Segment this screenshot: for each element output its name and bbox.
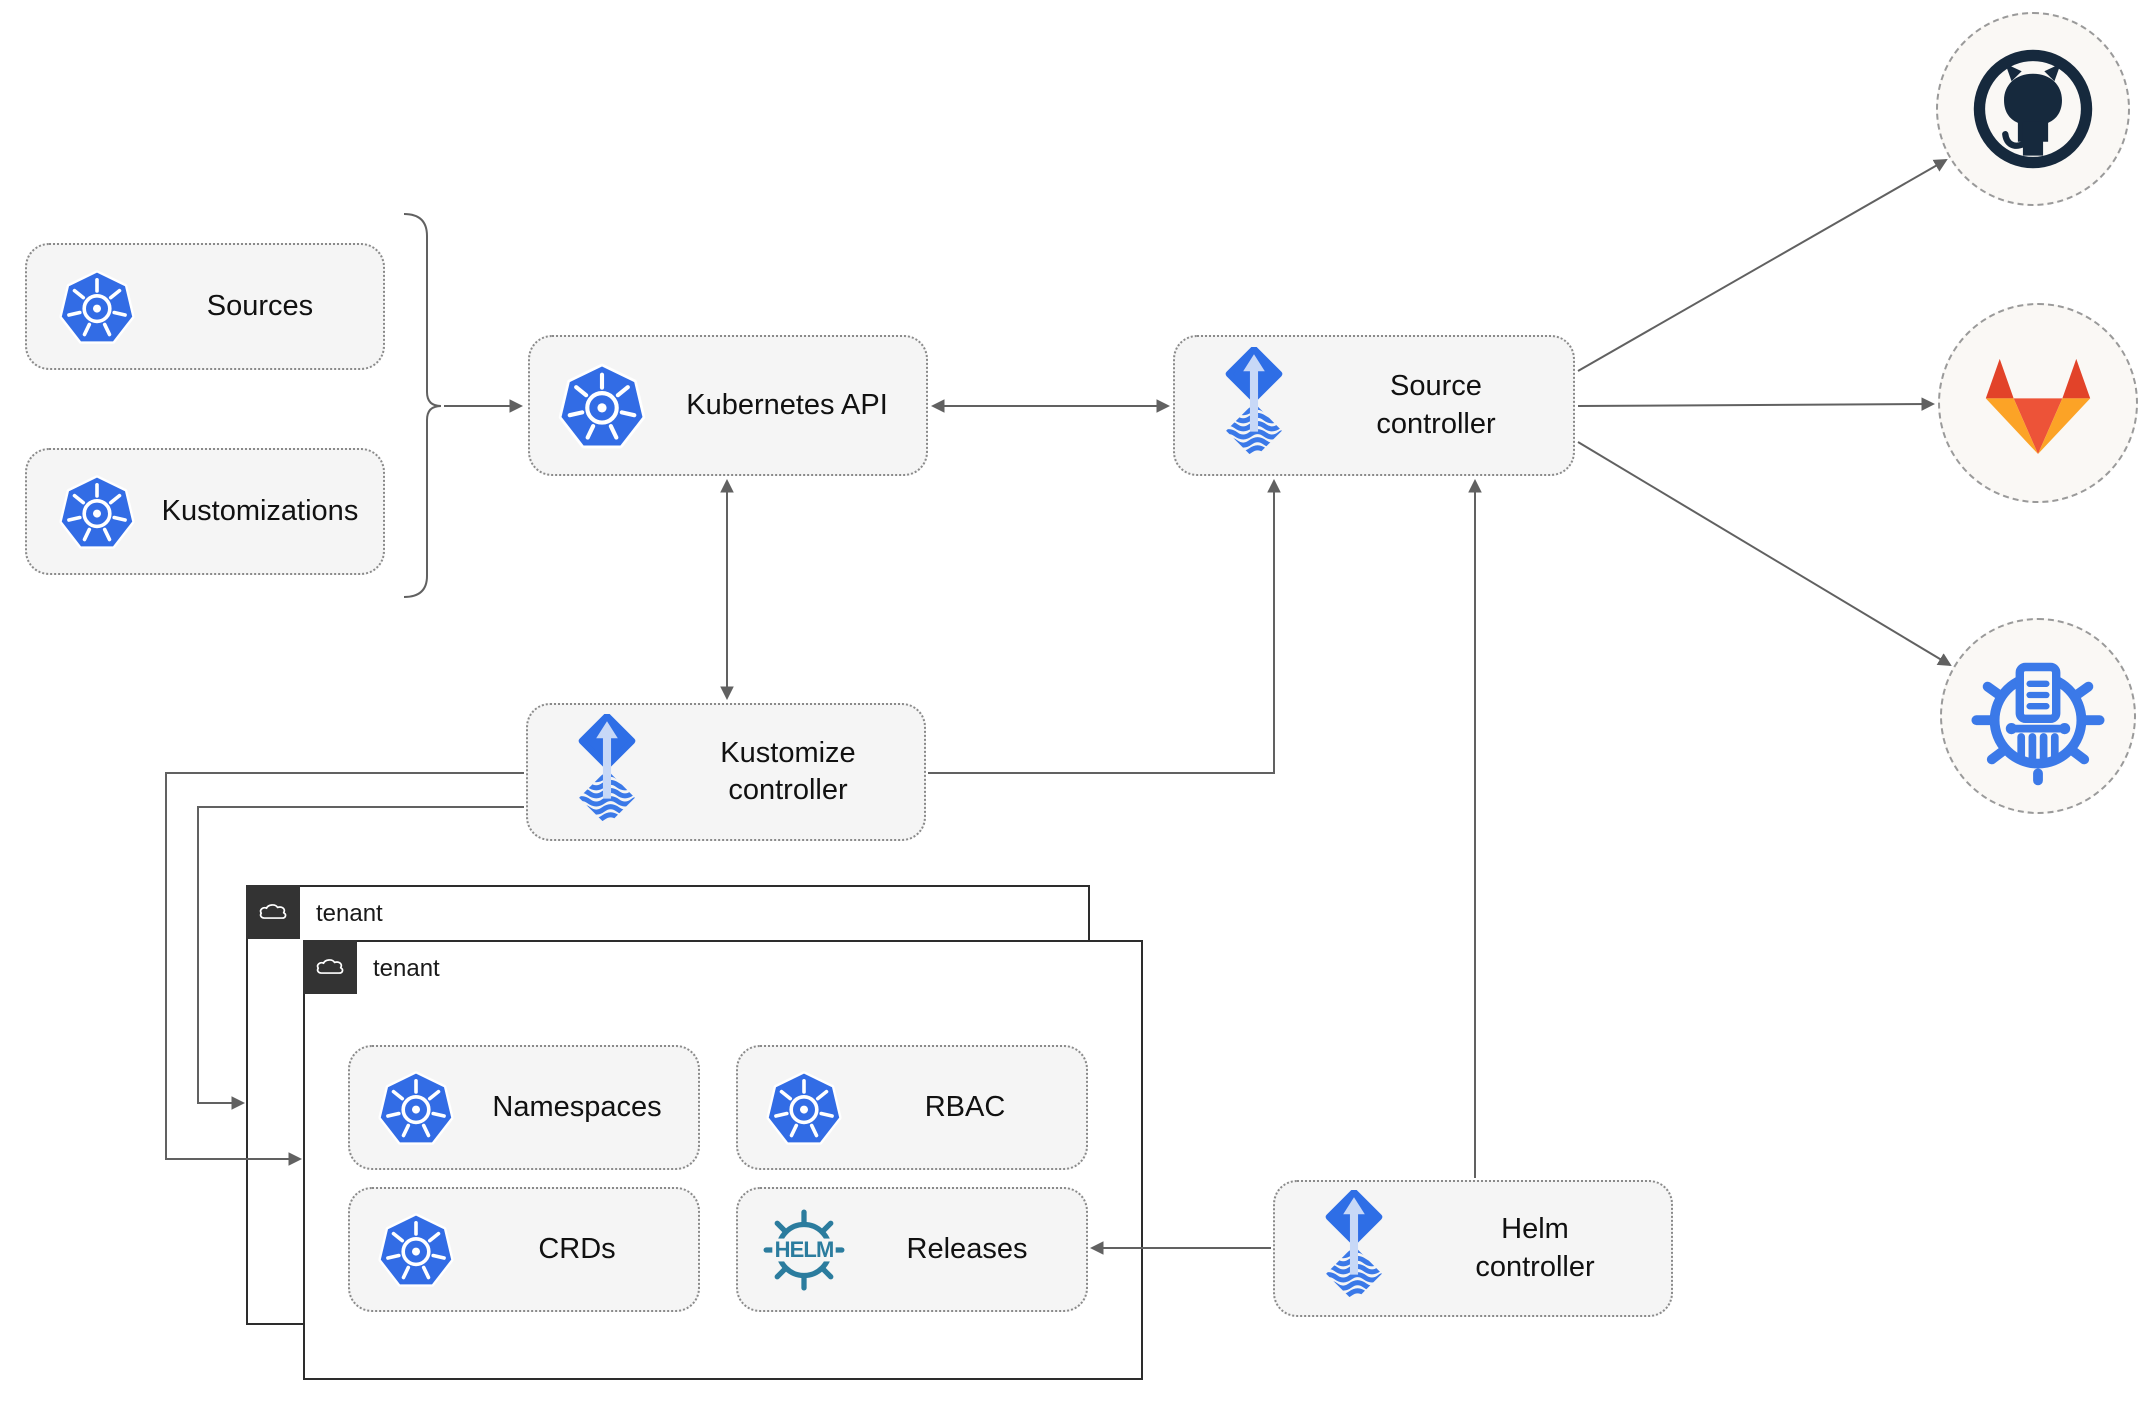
tenant-back-tab — [246, 885, 300, 939]
cloud-icon — [254, 898, 292, 926]
node-sources: Sources — [25, 243, 385, 370]
flux-icon — [1309, 1190, 1399, 1307]
node-label: Kustomizations — [161, 494, 359, 527]
node-source-controller: Source controller — [1173, 335, 1575, 476]
edge-kustomize-to-source — [928, 478, 1281, 774]
node-label: Sources — [206, 289, 314, 322]
node-namespaces: Namespaces — [348, 1045, 700, 1170]
node-releases: Releases — [736, 1187, 1088, 1312]
node-label: Releases — [906, 1232, 1028, 1265]
tenant-box-front: tenant Namespaces RBAC CRDs Releases — [303, 940, 1143, 1380]
helm-icon — [760, 1206, 848, 1294]
node-label: Kustomize controller — [720, 736, 856, 806]
node-label: Namespaces — [492, 1090, 662, 1123]
tenant-front-label: tenant — [373, 955, 440, 982]
tenant-back-label: tenant — [316, 900, 383, 927]
kubernetes-icon — [57, 472, 137, 552]
node-label: Helm controller — [1475, 1213, 1595, 1283]
endpoint-gitlab — [1938, 303, 2138, 503]
kubernetes-icon — [764, 1068, 844, 1148]
tenant-front-tab — [303, 940, 357, 994]
kubernetes-icon — [376, 1068, 456, 1148]
node-label: CRDs — [538, 1232, 616, 1265]
node-kustomize-controller: Kustomize controller — [526, 703, 926, 841]
endpoint-container-registry — [1940, 618, 2136, 814]
cloud-icon — [311, 953, 349, 981]
kubernetes-icon — [556, 360, 648, 452]
kubernetes-icon — [57, 267, 137, 347]
node-kustomizations: Kustomizations — [25, 448, 385, 575]
node-crds: CRDs — [348, 1187, 700, 1312]
node-label: Kubernetes API — [686, 388, 888, 421]
flux-icon — [1209, 347, 1299, 464]
kubernetes-icon — [376, 1210, 456, 1290]
node-rbac: RBAC — [736, 1045, 1088, 1170]
endpoint-github — [1936, 12, 2130, 206]
github-icon — [1970, 46, 2096, 172]
gitlab-icon — [1980, 345, 2096, 461]
edge-source-to-registry — [1577, 441, 1952, 667]
container-registry-icon — [1968, 646, 2108, 786]
edge-source-to-gitlab — [1577, 397, 1936, 411]
node-helm-controller: Helm controller — [1273, 1180, 1673, 1317]
flux-icon — [562, 714, 652, 831]
node-kubernetes-api: Kubernetes API — [528, 335, 928, 476]
node-label: RBAC — [924, 1090, 1006, 1123]
edge-source-to-github — [1577, 158, 1948, 372]
edge-bracket-sources — [403, 213, 442, 598]
node-label: Source controller — [1376, 370, 1496, 440]
